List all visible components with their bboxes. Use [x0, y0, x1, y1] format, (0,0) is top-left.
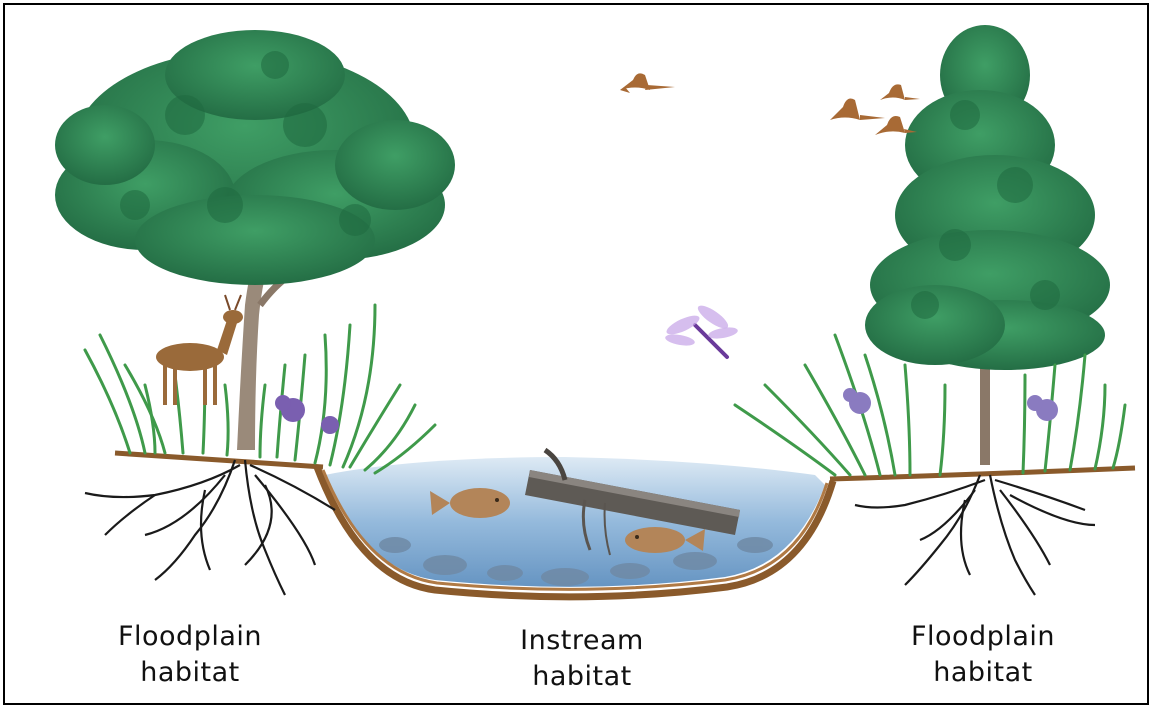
tree-icon — [55, 30, 455, 450]
floodplain-habitat-label-right: Floodplain habitat — [853, 619, 1113, 691]
label-line2: habitat — [60, 655, 320, 691]
stream-habitat-illustration — [5, 5, 1149, 705]
label-line1: Floodplain — [853, 619, 1113, 655]
flower-icon — [275, 395, 339, 434]
dragonfly-icon — [664, 302, 738, 357]
label-line2: habitat — [452, 659, 712, 695]
deer-icon — [156, 295, 243, 405]
label-line2: habitat — [853, 655, 1113, 691]
stream-channel — [317, 457, 833, 597]
instream-habitat-label: Instream habitat — [452, 623, 712, 695]
label-line1: Floodplain — [60, 619, 320, 655]
diagram-frame: Floodplain habitat Instream habitat Floo… — [3, 3, 1149, 705]
label-line1: Instream — [452, 623, 712, 659]
roots-left — [85, 460, 335, 595]
bird-icon — [880, 84, 920, 100]
bird-icon — [830, 99, 885, 120]
grass-left — [85, 305, 435, 473]
bird-icon — [620, 73, 675, 93]
roots-right — [855, 475, 1095, 595]
floodplain-habitat-label-left: Floodplain habitat — [60, 619, 320, 691]
